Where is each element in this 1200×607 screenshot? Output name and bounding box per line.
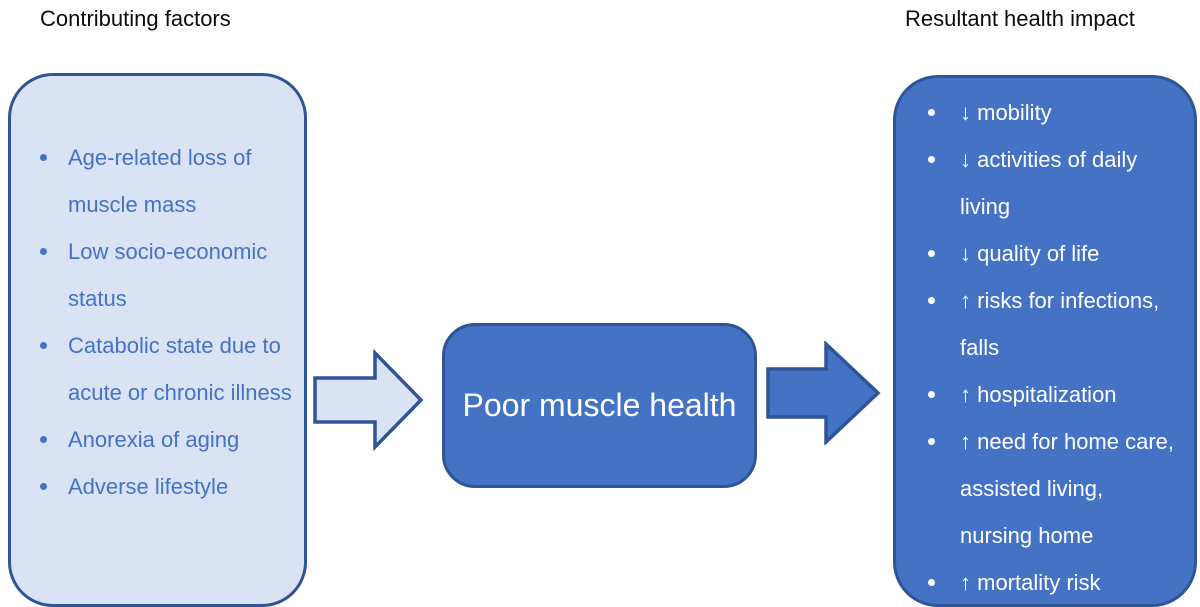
list-item: Anorexia of aging: [38, 416, 293, 463]
list-item: Catabolic state due to acute or chronic …: [38, 322, 293, 416]
list-item: ↓ mobility: [926, 89, 1175, 136]
block-arrow-right-shape: [313, 348, 424, 452]
list-item: ↑ hospitalization: [926, 371, 1175, 418]
right-arrow-icon: [313, 348, 425, 456]
list-item: ↓ quality of life: [926, 230, 1175, 277]
health-impact-box: ↓ mobility ↓ activities of daily living …: [893, 75, 1197, 607]
list-item: ↓ activities of daily living: [926, 136, 1175, 230]
list-item: Adverse lifestyle: [38, 463, 293, 510]
resultant-health-impact-title: Resultant health impact: [905, 6, 1135, 31]
list-item: Low socio-economic status: [38, 228, 293, 322]
poor-muscle-health-box: Poor muscle health: [442, 323, 757, 488]
list-item: ↑ mortality risk: [926, 559, 1175, 606]
list-item: Age-related loss of muscle mass: [38, 134, 293, 228]
block-arrow-right-shape: [766, 339, 881, 447]
contributing-factors-list: Age-related loss of muscle mass Low soci…: [11, 76, 304, 510]
list-item: ↑ risks for infections, falls: [926, 277, 1175, 371]
right-arrow-icon: [766, 339, 882, 450]
contributing-factors-title: Contributing factors: [40, 6, 231, 31]
health-impact-list: ↓ mobility ↓ activities of daily living …: [896, 78, 1194, 606]
contributing-factors-box: Age-related loss of muscle mass Low soci…: [8, 73, 307, 607]
list-item: ↑ need for home care, assisted living, n…: [926, 418, 1175, 559]
poor-muscle-health-label: Poor muscle health: [462, 387, 737, 423]
